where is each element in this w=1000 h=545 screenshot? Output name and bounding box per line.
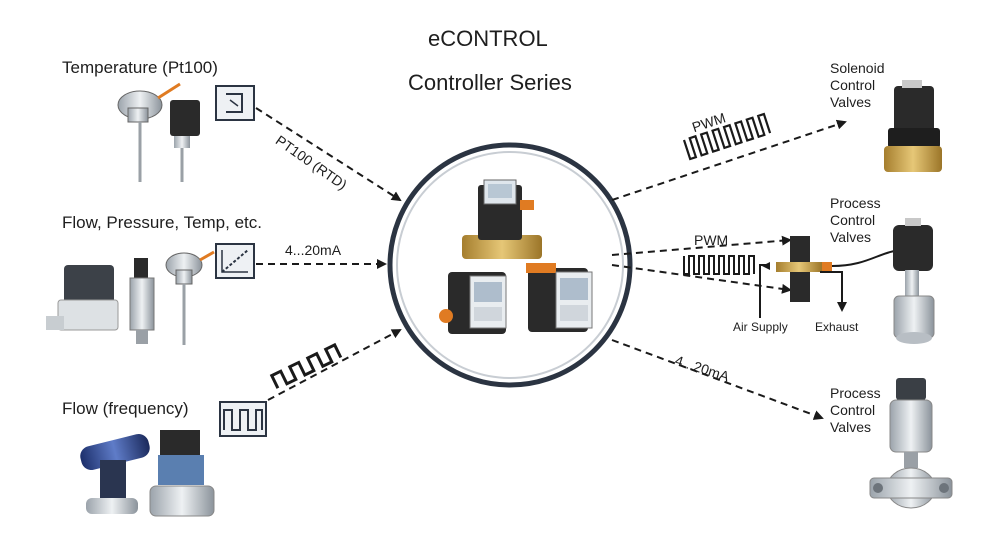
output-label-line: Valves <box>830 419 871 435</box>
square-wave-icon <box>269 342 343 389</box>
controller-device-top <box>462 179 542 259</box>
exhaust-label: Exhaust <box>815 320 859 334</box>
temp-probe-icon <box>165 250 215 345</box>
pressure-transmitter-icon <box>129 258 155 344</box>
arrow-pwm-process-a <box>611 235 792 256</box>
pwm-wave-icon-2 <box>683 255 755 275</box>
pwm-wave-icon-1 <box>682 112 772 161</box>
process-valve-globe-icon <box>869 378 953 509</box>
input-label-flow-pressure: Flow, Pressure, Temp, etc. <box>62 213 262 232</box>
arrow-pwm-solenoid <box>611 119 847 201</box>
signal-label-4-20ma-in: 4...20mA <box>285 242 342 258</box>
analog-ramp-symbol-icon <box>215 243 255 279</box>
inline-flow-sensor-icon <box>149 430 215 517</box>
output-label-line: Control <box>830 212 876 228</box>
output-label-line: Process <box>830 195 881 211</box>
solenoid-valve-icon <box>884 80 942 172</box>
pneumatic-positioner-icon <box>759 236 906 318</box>
output-label-process-2: Process Control Valves <box>830 385 881 436</box>
signal-label-pwm-2: PWM <box>694 232 729 248</box>
pulse-train-symbol-icon <box>219 401 267 437</box>
arrow-pwm-process-b <box>611 264 792 294</box>
output-label-line: Process <box>830 385 881 401</box>
output-label-line: Control <box>830 402 876 418</box>
output-label-process-1: Process Control Valves <box>830 195 881 246</box>
title-line-2: Controller Series <box>408 70 572 95</box>
output-label-line: Valves <box>830 94 871 110</box>
process-valve-angle-icon <box>893 218 935 344</box>
title-line-1: eCONTROL <box>428 26 548 51</box>
arrow-4-20ma-out <box>611 339 824 420</box>
input-label-temperature: Temperature (Pt100) <box>62 58 218 77</box>
air-supply-label: Air Supply <box>733 320 788 334</box>
output-label-solenoid: Solenoid Control Valves <box>830 60 885 111</box>
flow-transmitter-icon <box>46 265 119 331</box>
controller-device-right <box>526 263 593 332</box>
temperature-sensor-connector-icon <box>170 100 200 182</box>
temperature-sensor-head-icon <box>117 82 181 182</box>
controller-device-left <box>439 272 507 334</box>
input-label-flow-frequency: Flow (frequency) <box>62 399 189 418</box>
arrow-frequency <box>267 329 402 401</box>
output-label-line: Control <box>830 77 876 93</box>
output-label-line: Valves <box>830 229 871 245</box>
rtd-symbol-icon <box>215 85 255 121</box>
output-label-line: Solenoid <box>830 60 885 76</box>
paddle-flow-sensor-icon <box>80 434 150 514</box>
arrow-pt100 <box>255 107 402 202</box>
